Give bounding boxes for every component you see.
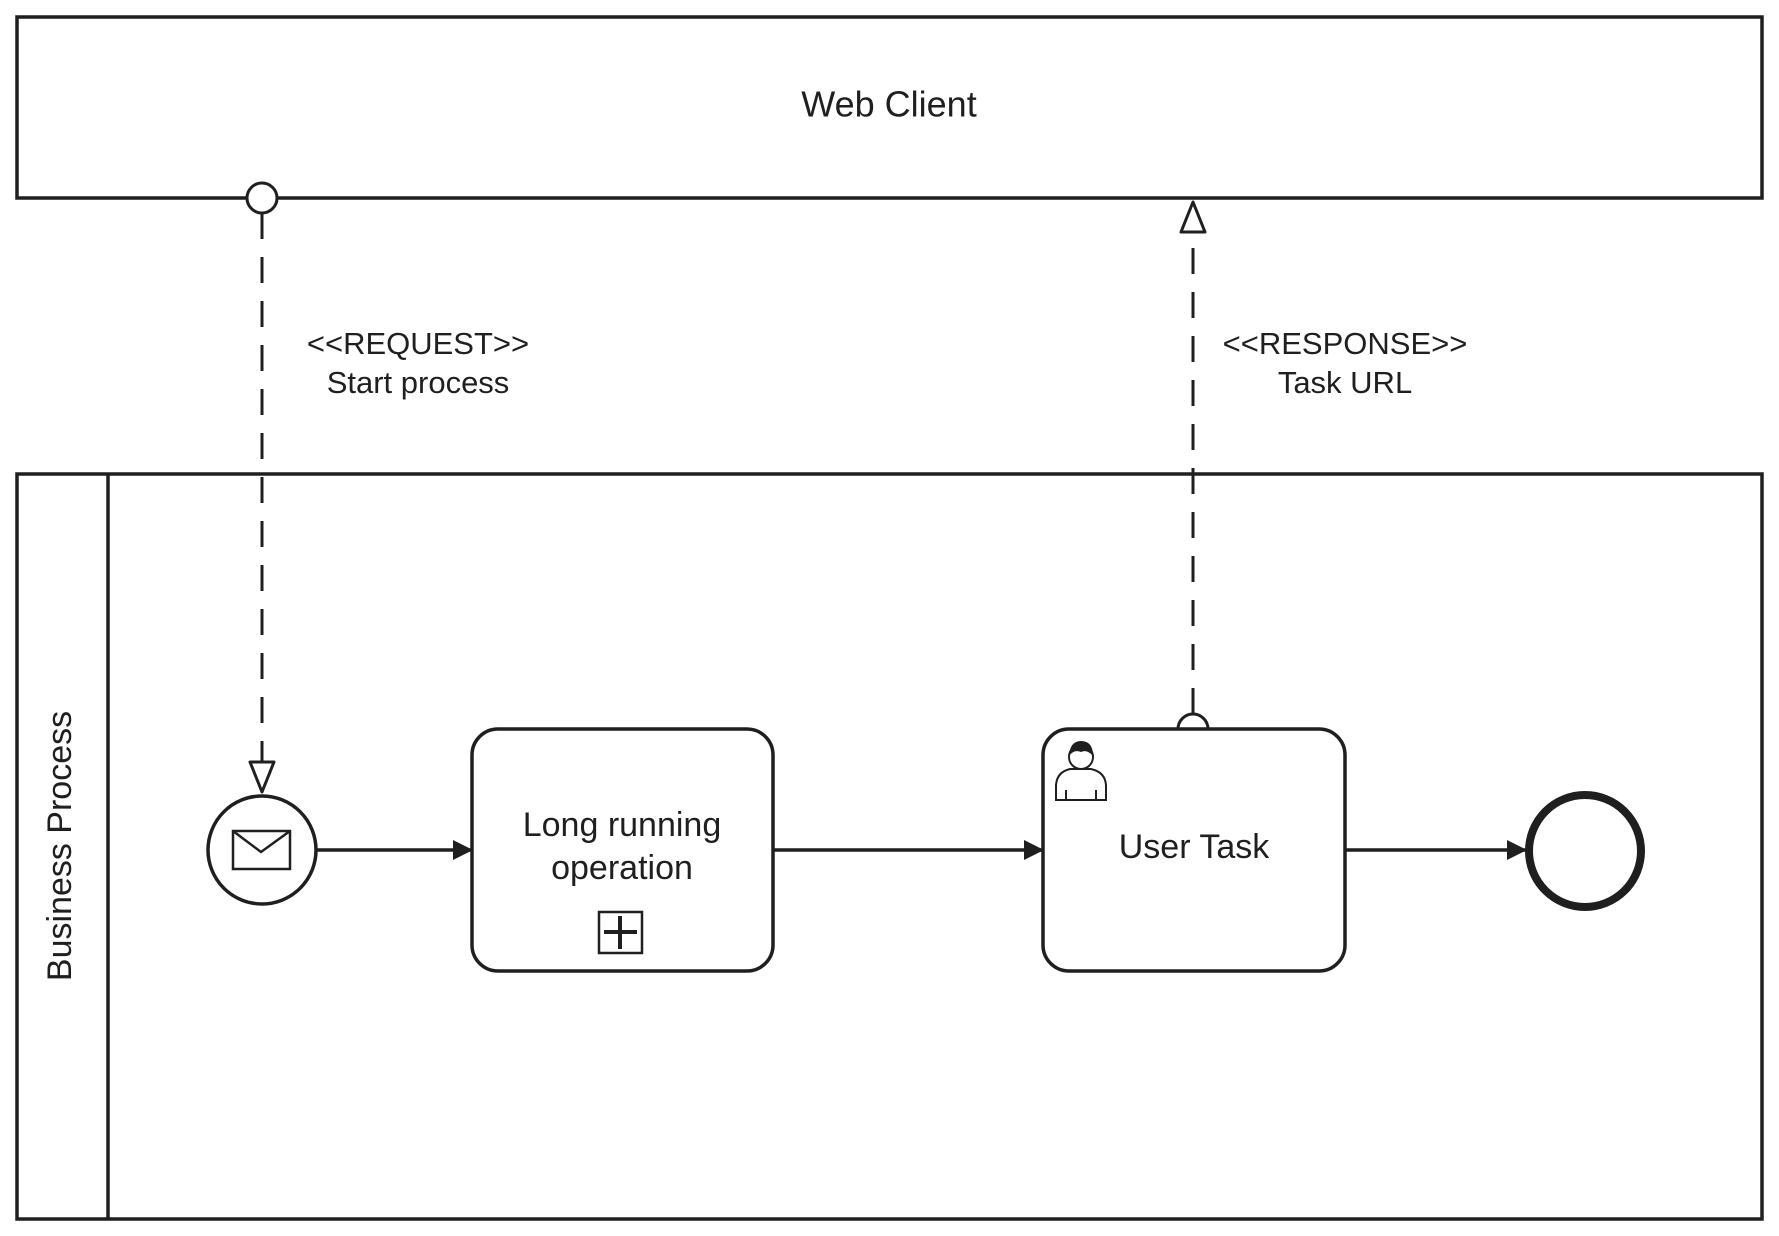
message-start-event[interactable]	[206, 794, 318, 906]
request-flow-source-circle	[245, 181, 279, 215]
business-process-title: Business Process	[41, 711, 79, 981]
end-event[interactable]	[1525, 791, 1645, 911]
long-running-operation-task[interactable]: Long running operation	[470, 727, 775, 973]
web-client-title: Web Client	[801, 84, 976, 125]
response-stereotype-label: <<RESPONSE>>	[1223, 326, 1468, 361]
web-client-pool[interactable]	[15, 15, 1764, 200]
request-flow-arrowhead	[248, 760, 276, 794]
user-task[interactable]: User Task	[1041, 727, 1347, 973]
response-name-label: Task URL	[1278, 365, 1412, 400]
request-stereotype-label: <<REQUEST>>	[307, 326, 529, 361]
envelope-icon	[231, 829, 292, 871]
user-icon	[1055, 741, 1107, 801]
user-task-label: User Task	[1119, 828, 1271, 866]
plus-icon	[597, 910, 644, 955]
long-running-label-line2: operation	[551, 849, 693, 887]
request-name-label: Start process	[327, 365, 510, 400]
long-running-label-line1: Long running	[523, 806, 722, 844]
request-message-flow[interactable]	[245, 181, 279, 794]
response-flow-arrowhead	[1179, 200, 1207, 234]
